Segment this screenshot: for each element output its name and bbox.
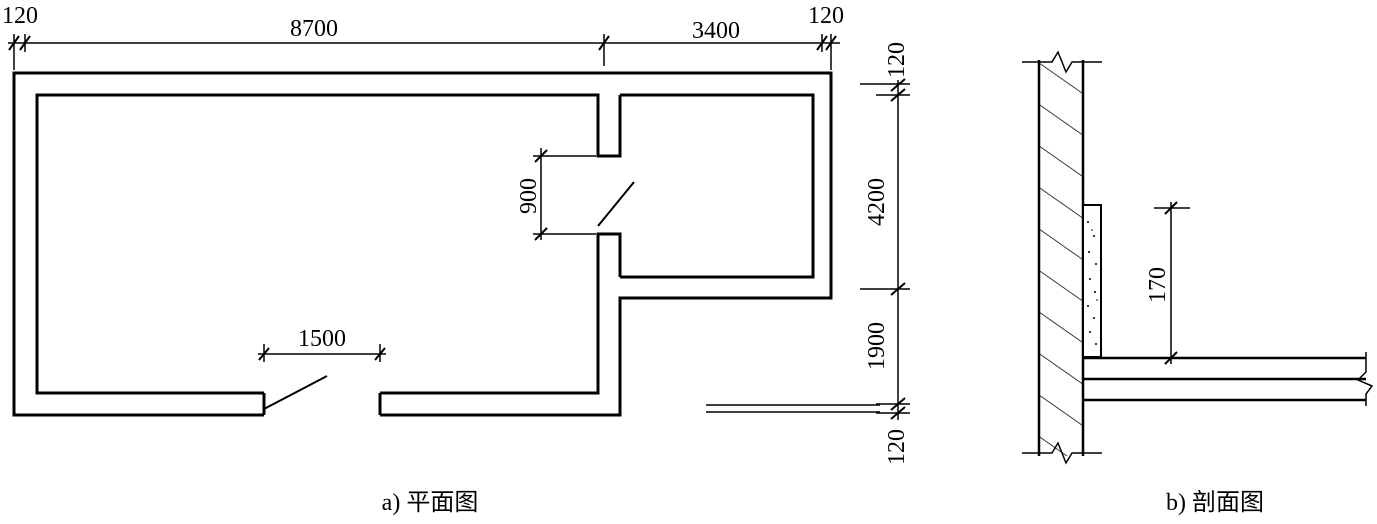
dim-main-width-label: 8700	[290, 16, 338, 42]
dim-small-room-depth-label: 4200	[864, 178, 890, 226]
dim-top-chain	[8, 34, 840, 70]
dim-entry-door-label: 1500	[298, 326, 346, 352]
dim-entry-door	[258, 344, 386, 362]
section-floor-break	[1356, 352, 1374, 406]
dim-right-chain	[860, 78, 910, 420]
plan-inner-wall-small-room	[620, 93, 815, 279]
entry-door-leaf	[263, 375, 328, 410]
plan-outer-wall	[12, 71, 833, 417]
section-view: 170 b) 剖面图	[1022, 50, 1374, 516]
section-break-bottom	[1022, 441, 1102, 465]
inner-door-leaf	[597, 181, 635, 227]
section-skirting-dots	[1087, 221, 1098, 345]
plan-caption: a) 平面图	[382, 490, 479, 516]
section-wall-hatch	[1039, 60, 1083, 456]
dim-right-wall-label: 120	[808, 3, 844, 29]
dim-inner-door-label: 900	[516, 178, 542, 214]
dim-top-wall-label: 120	[884, 42, 910, 78]
dim-left-wall-label: 120	[2, 3, 38, 29]
dim-bottom-wall-label: 120	[884, 429, 910, 465]
dim-skirting	[1154, 201, 1190, 365]
dim-skirting-label: 170	[1145, 267, 1171, 303]
dim-small-room-width-label: 3400	[692, 18, 740, 44]
section-caption: b) 剖面图	[1166, 489, 1264, 516]
plan-inner-wall-main-lower	[380, 232, 622, 395]
section-skirting	[1082, 204, 1102, 358]
plan-view: 120 8700 3400 120 120 4200 1900 120	[2, 3, 910, 516]
section-break-top	[1022, 50, 1102, 74]
plan-inner-wall-main	[35, 93, 622, 395]
dim-inner-door	[533, 148, 596, 241]
dim-corridor-depth-label: 1900	[864, 322, 890, 370]
